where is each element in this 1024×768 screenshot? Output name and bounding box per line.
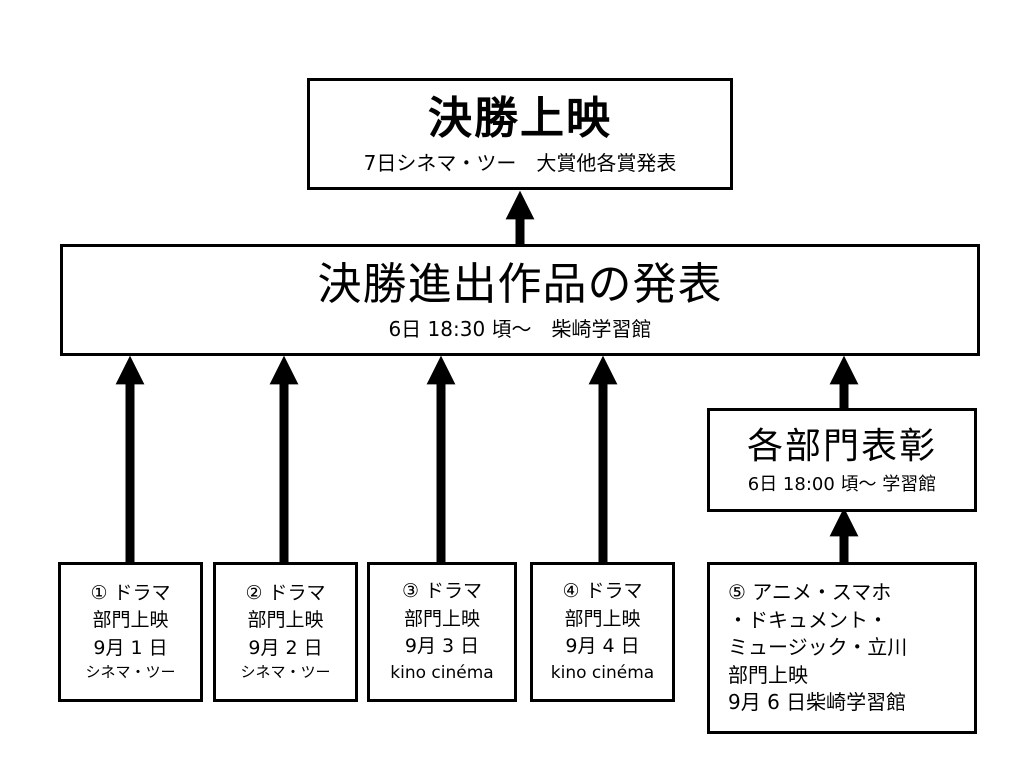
screening-2-line-2: 部門上映 — [247, 609, 324, 632]
screening-3-line-4: kino cinéma — [390, 663, 494, 683]
screening-1-line-3: 9月 1 日 — [93, 636, 168, 659]
screening-box-5: ⑤ アニメ・スマホ ・ドキュメント・ ミュージック・立川 部門上映 9月 6 日… — [707, 562, 977, 734]
final-subtitle: 7日シネマ・ツー 大賞他各賞発表 — [363, 151, 677, 176]
screening-3-line-1: ③ ドラマ — [401, 580, 483, 603]
final-title: 決勝上映 — [428, 92, 612, 144]
screening-4-line-3: 9月 4 日 — [565, 635, 640, 658]
screening-5-line-3: ミュージック・立川 — [728, 635, 908, 660]
award-subtitle: 6日 18:00 頃～ 学習館 — [747, 473, 937, 495]
screening-box-3: ③ ドラマ 部門上映 9月 3 日 kino cinéma — [367, 562, 517, 702]
screening-4-line-2: 部門上映 — [564, 607, 641, 630]
screening-3-line-2: 部門上映 — [403, 607, 480, 630]
screening-2-line-3: 9月 2 日 — [248, 636, 323, 659]
final-screening-box: 決勝上映 7日シネマ・ツー 大賞他各賞発表 — [307, 78, 733, 190]
screening-4-line-1: ④ ドラマ — [562, 580, 643, 603]
screening-5-line-4: 部門上映 — [728, 662, 808, 687]
screening-5-line-2: ・ドキュメント・ — [728, 607, 888, 632]
screening-1-line-1: ① ドラマ — [90, 581, 171, 604]
announcement-box: 決勝進出作品の発表 6日 18:30 頃～ 柴崎学習館 — [60, 244, 980, 356]
award-title: 各部門表彰 — [746, 425, 937, 467]
screening-4-line-4: kino cinéma — [550, 663, 655, 683]
announcement-subtitle: 6日 18:30 頃～ 柴崎学習館 — [388, 317, 652, 342]
screening-1-line-2: 部門上映 — [92, 609, 169, 632]
screening-box-1: ① ドラマ 部門上映 9月 1 日 シネマ・ツー — [58, 562, 203, 702]
screening-2-line-1: ② ドラマ — [245, 581, 326, 604]
screening-5-line-1: ⑤ アニメ・スマホ — [728, 580, 892, 605]
screening-5-line-5: 9月 6 日柴崎学習館 — [728, 690, 907, 715]
award-box: 各部門表彰 6日 18:00 頃～ 学習館 — [707, 408, 977, 512]
screening-box-4: ④ ドラマ 部門上映 9月 4 日 kino cinéma — [530, 562, 675, 702]
screening-box-2: ② ドラマ 部門上映 9月 2 日 シネマ・ツー — [213, 562, 358, 702]
screening-1-line-4: シネマ・ツー — [85, 663, 176, 682]
announcement-title: 決勝進出作品の発表 — [317, 258, 723, 310]
screening-3-line-3: 9月 3 日 — [404, 635, 480, 658]
screening-2-line-4: シネマ・ツー — [240, 663, 331, 682]
